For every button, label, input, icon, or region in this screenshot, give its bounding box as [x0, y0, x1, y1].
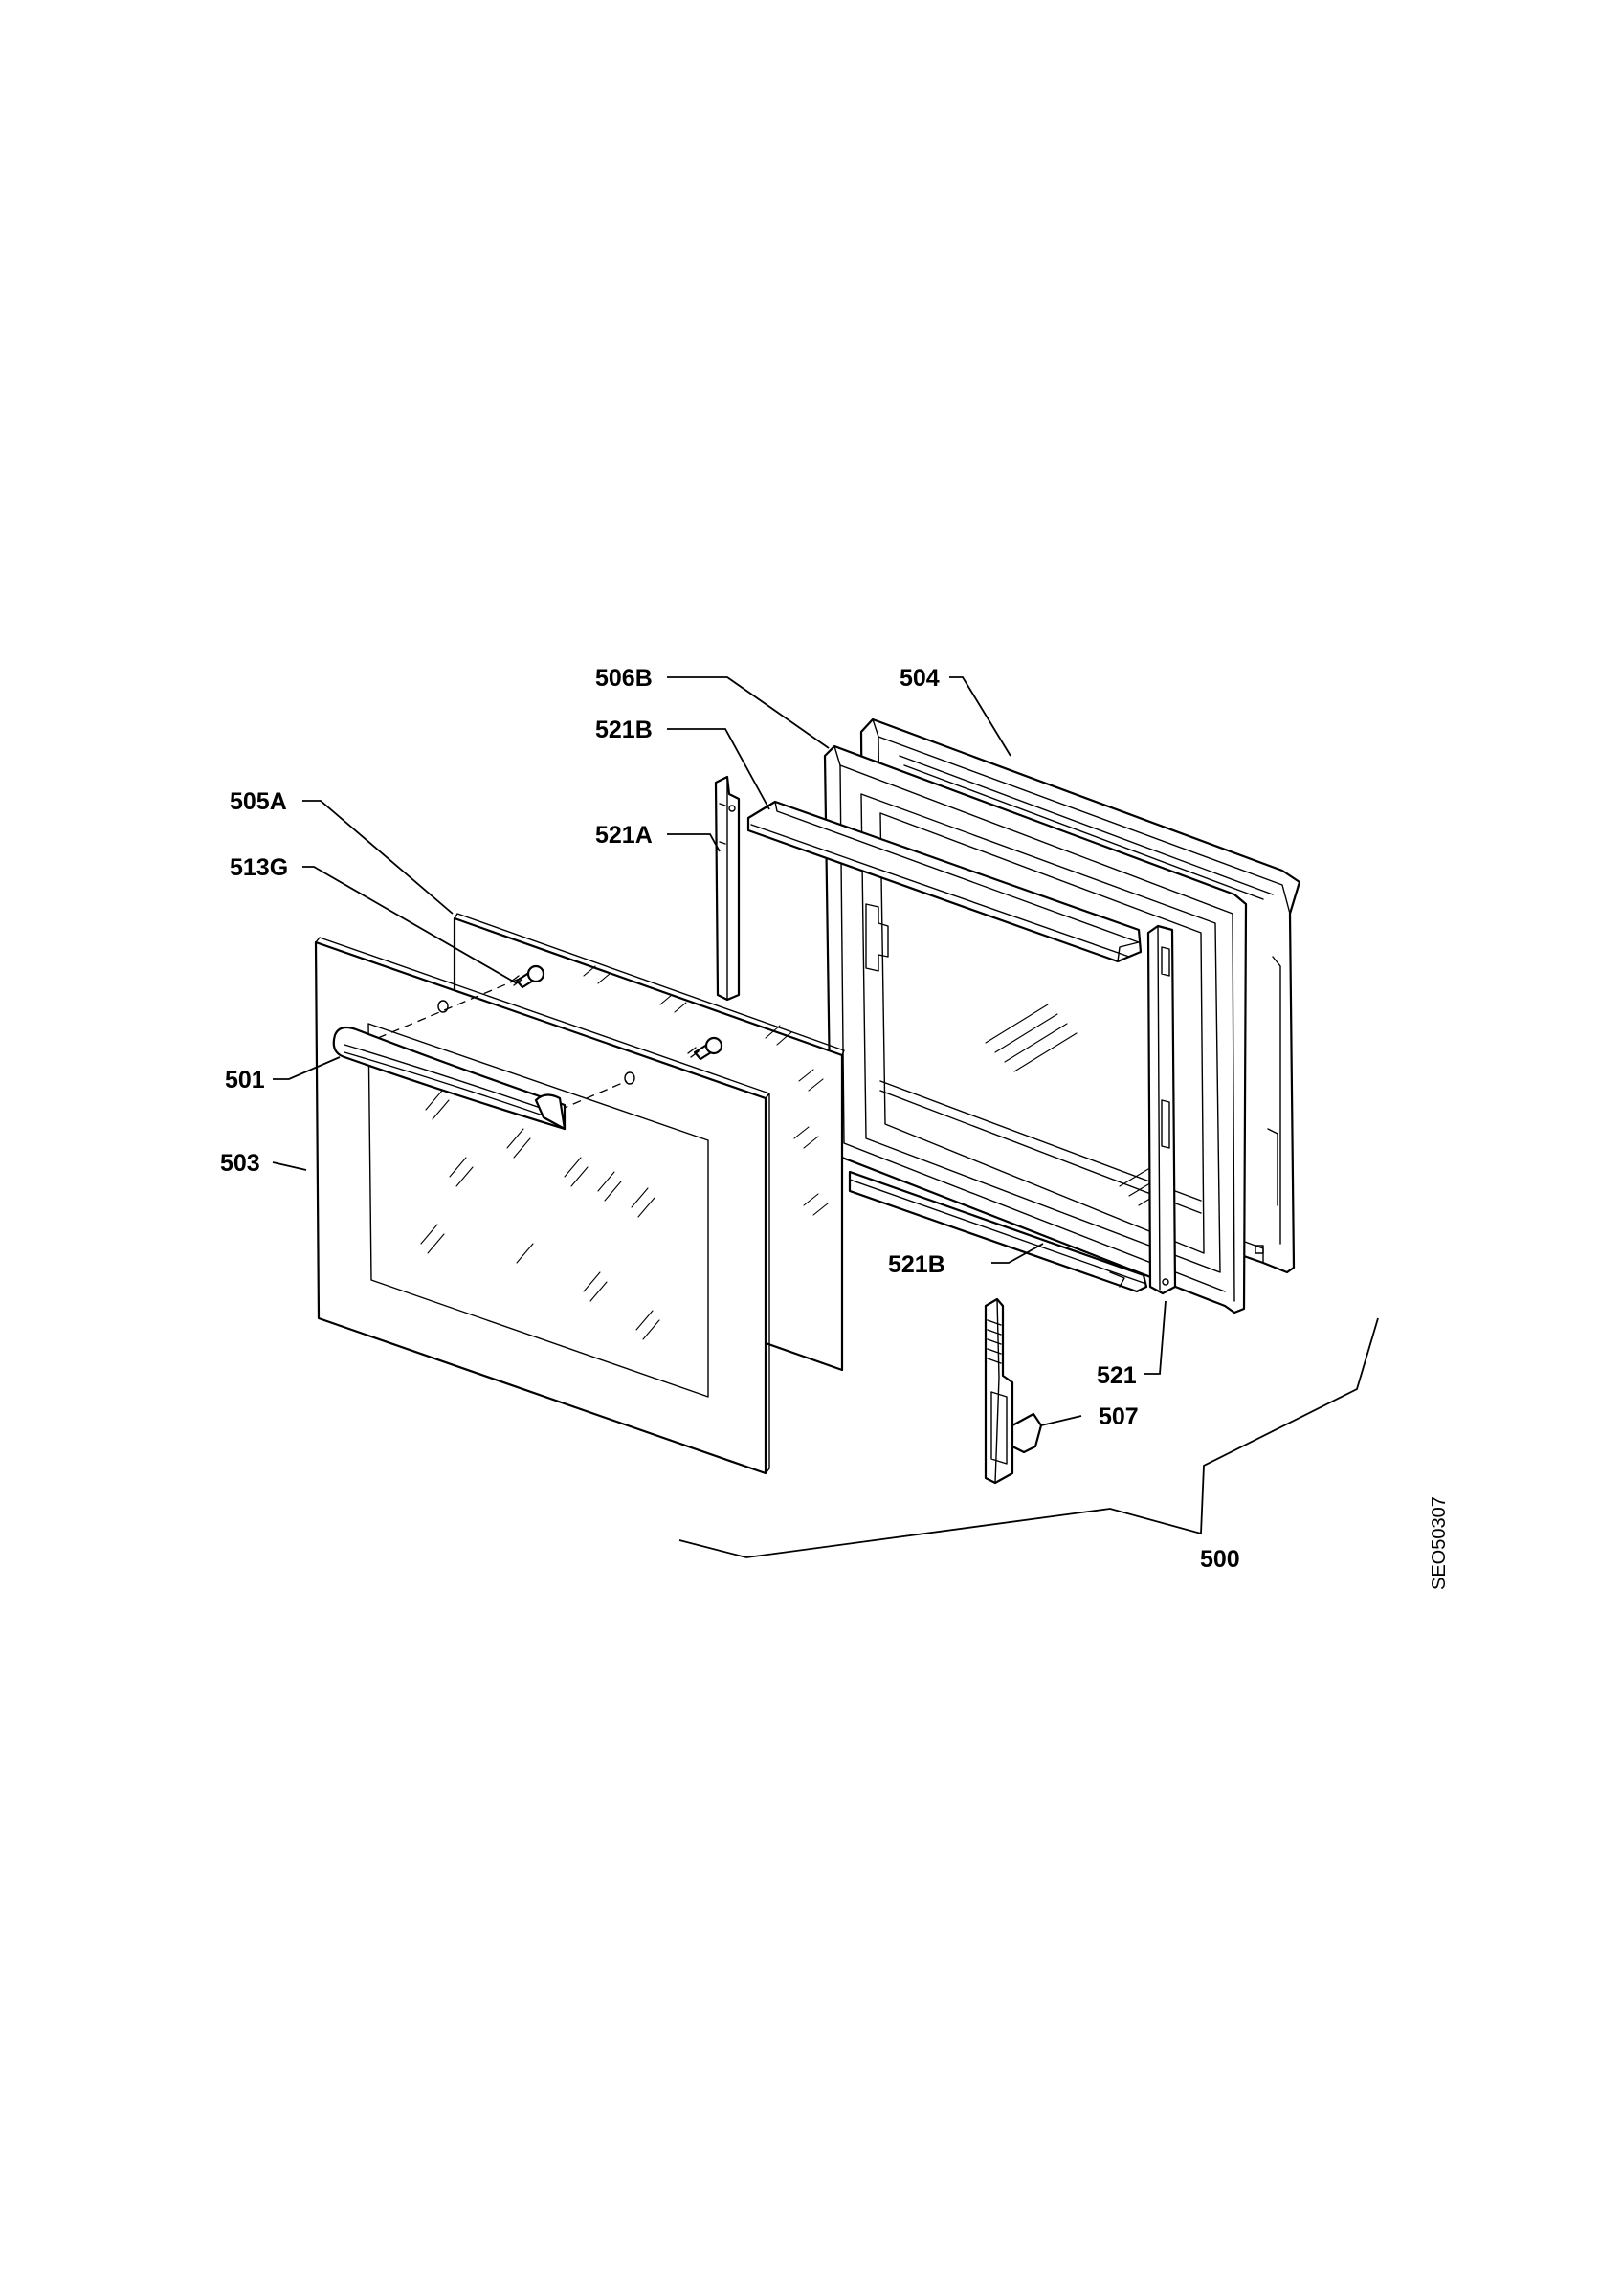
label-521A: 521A — [595, 822, 653, 849]
label-506B: 506B — [595, 665, 653, 692]
part-506B-inner-frame — [823, 744, 1248, 1314]
part-521A-left-bracket — [714, 775, 741, 1002]
label-504: 504 — [900, 665, 940, 692]
part-513G-screws — [510, 964, 723, 1061]
assembly-bracket-500 — [678, 1317, 1379, 1558]
label-505A: 505A — [230, 788, 287, 815]
label-501: 501 — [225, 1067, 265, 1093]
label-521B-top: 521B — [595, 717, 653, 743]
label-500: 500 — [1200, 1546, 1240, 1573]
leader-lines — [272, 676, 1167, 1426]
label-507: 507 — [1099, 1403, 1139, 1430]
assembly-guide-right — [559, 1080, 628, 1111]
part-521-right-bracket — [1146, 924, 1177, 1295]
screw-hole-right — [624, 1071, 635, 1085]
label-521: 521 — [1097, 1362, 1137, 1389]
screw-hole-left — [437, 1000, 449, 1013]
part-521B-bottom-rail — [848, 1170, 1148, 1293]
part-507-hinge — [984, 1297, 1043, 1485]
label-521B-bottom: 521B — [888, 1251, 945, 1278]
part-501-handle — [332, 1026, 567, 1131]
label-503: 503 — [220, 1150, 260, 1177]
drawing-reference-code: SEO50307 — [1429, 1496, 1450, 1590]
part-521B-top-rail — [746, 800, 1143, 963]
assembly-guide-left — [377, 975, 527, 1039]
label-513G: 513G — [230, 854, 288, 881]
